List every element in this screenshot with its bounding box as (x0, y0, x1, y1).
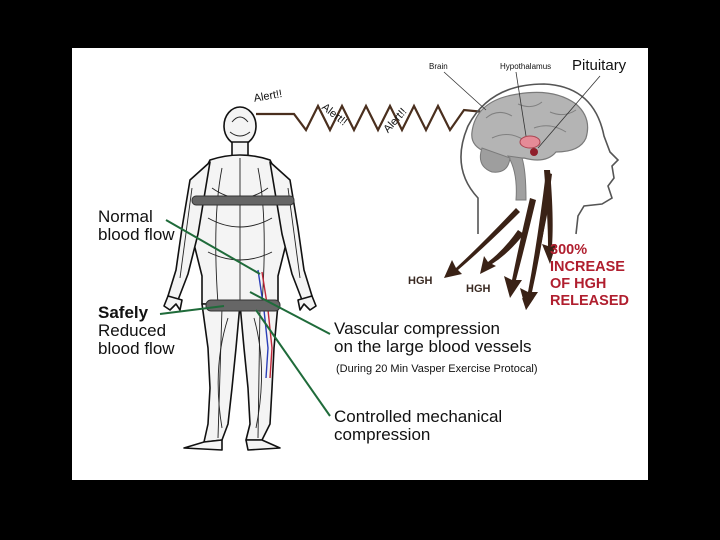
compression-bands (191, 195, 295, 312)
reduced-flow-pointer (159, 305, 225, 315)
hgh-release-arrows (444, 170, 556, 310)
hgh-label-2: HGH (466, 283, 491, 295)
hgh-increase-label: 300% INCREASE OF HGH RELEASED (550, 242, 629, 310)
increase-line2: INCREASE (550, 259, 625, 276)
vascular-compression-pointer (249, 291, 331, 335)
normal-flow-pointer (165, 219, 261, 275)
controlled-line1: Controlled mechanical (334, 407, 503, 426)
thigh-compression-band (205, 299, 281, 312)
vascular-line1: Vascular compression (334, 319, 500, 338)
normal-flow-line2: blood flow (98, 224, 175, 244)
normal-flow-line1: Normal (98, 207, 153, 226)
alert-signal-zigzag (256, 103, 509, 133)
controlled-line2: compression (334, 424, 431, 444)
pituitary-label: Pituitary (572, 57, 627, 74)
reduced-flow-label: Safely Reduced blood flow (98, 304, 175, 358)
brain-leader-lines (443, 71, 601, 149)
diagram-slide: Normal blood flow Safely Reduced blood f… (72, 48, 648, 480)
hypothalamus-region (519, 135, 541, 149)
reduced-line1: Reduced (98, 320, 167, 340)
human-body-figure (163, 106, 317, 451)
pituitary-gland (530, 148, 538, 156)
increase-line3: OF HGH (550, 276, 607, 293)
safely-label: Safely (98, 303, 149, 322)
brain-illustration (471, 91, 589, 201)
mechanical-compression-label: Controlled mechanical compression (334, 408, 502, 444)
pointer-lines (159, 219, 331, 417)
brain-label: Brain (429, 62, 448, 71)
reduced-line2: blood flow (98, 338, 175, 358)
mechanical-compression-pointer (255, 309, 331, 417)
hgh-label-1: HGH (408, 275, 433, 287)
arm-compression-band (191, 195, 295, 206)
diagram-artwork (159, 71, 620, 451)
vascular-line2: on the large blood vessels (334, 336, 532, 356)
protocol-note: (During 20 Min Vasper Exercise Protocal) (336, 363, 538, 375)
increase-line4: RELEASED (550, 293, 629, 310)
blood-vessel-network (179, 116, 301, 439)
normal-flow-label: Normal blood flow (98, 208, 175, 244)
increase-line1: 300% (550, 242, 588, 258)
head-profile-outline (460, 83, 620, 235)
vascular-compression-label: Vascular compression on the large blood … (334, 320, 532, 356)
hypothalamus-label: Hypothalamus (500, 62, 552, 71)
